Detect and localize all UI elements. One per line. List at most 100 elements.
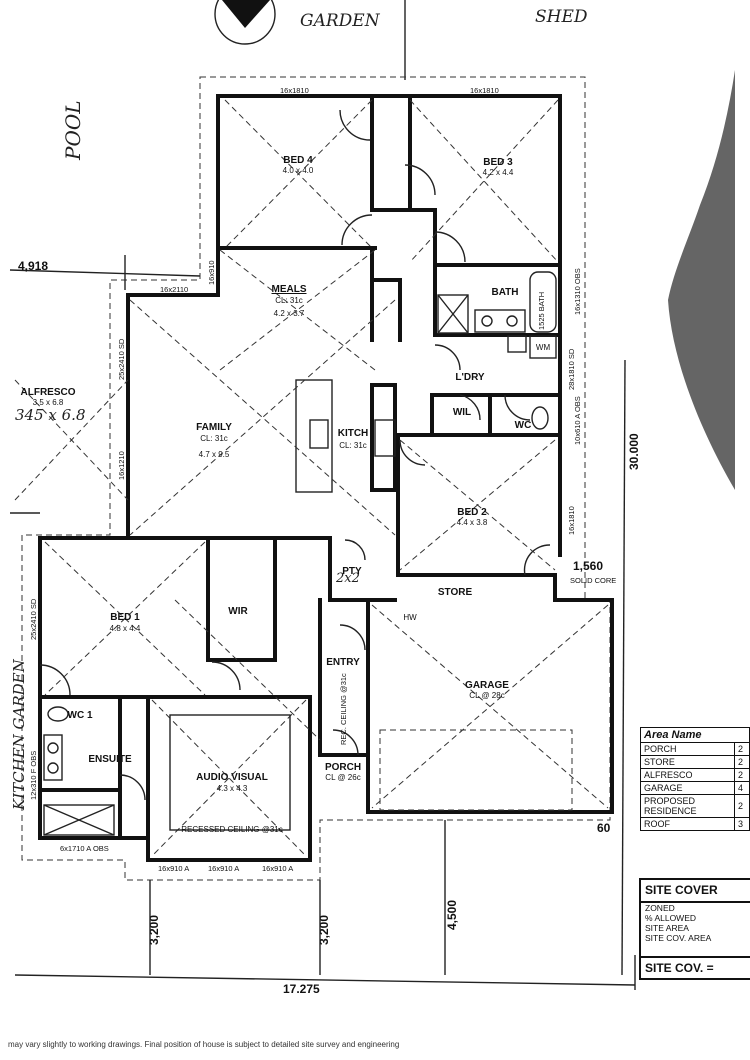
dim-bottom-win-1: 16x910 A: [158, 864, 189, 873]
meals-size: 4.2 x 3.7: [274, 309, 305, 318]
cooktop-icon: [374, 419, 396, 457]
wc1-toilet-icon: [47, 706, 69, 722]
dim-4918: 4,918: [18, 259, 48, 273]
hand-pty-size: 2x2: [335, 571, 360, 586]
dim-16x910: 16x910: [207, 260, 216, 285]
pty-name: PTY: [342, 566, 362, 577]
dim-16x2110: 16x2110: [160, 285, 188, 294]
porch-name: PORCH: [325, 762, 361, 773]
dim-16x1210: 16x1210: [117, 451, 126, 480]
site-cover-footer: SITE COV. =: [641, 956, 750, 978]
bed1-name: BED 1: [110, 612, 140, 623]
dim-right-sd: 28x1810 SD: [567, 348, 576, 390]
bed3-name: BED 3: [483, 157, 513, 168]
north-arrow-icon: [214, 0, 276, 45]
dim-bottom-win-2: 16x910 A: [208, 864, 239, 873]
door-swings: [39, 109, 551, 801]
entry-name: ENTRY: [326, 657, 360, 668]
wm-label: WM: [536, 343, 551, 352]
ensuite-vanity-icon: [43, 734, 63, 781]
porch-cl: CL @ 26c: [325, 773, 360, 782]
dim-ensuite-win: 12x310 F OBS: [29, 751, 38, 800]
garage-cl: CL @ 28c: [469, 691, 504, 700]
ensuite-shower-icon: [43, 804, 115, 836]
laundry-trough-icon: [507, 335, 527, 353]
neighbour-building-shape: [668, 70, 735, 490]
bed3-size: 4.2 x 4.4: [483, 168, 514, 177]
garage-name: GARAGE: [465, 680, 509, 691]
audio-visual-ceiling: RECESSED CEILING @31c: [181, 825, 282, 834]
shower-icon: [437, 294, 469, 334]
garage-door-outline: [379, 729, 573, 811]
area-table-header: Area Name: [640, 727, 750, 743]
hand-alfresco-size: 345 x 6.8: [15, 406, 85, 424]
wil-name: WIL: [453, 407, 471, 418]
meals-cl: CL: 31c: [275, 296, 303, 305]
kitchen-sink-icon: [309, 419, 329, 449]
dim-3200-right: 3,200: [317, 915, 331, 945]
site-cover-line: ZONED: [645, 903, 675, 913]
site-cover-box: SITE COVER ZONED % ALLOWED SITE AREA SIT…: [639, 878, 750, 980]
store-name: STORE: [438, 587, 473, 598]
audio-visual-size: 4.3 x 4.3: [217, 784, 248, 793]
dim-top-win-2: 16x1810: [470, 86, 499, 95]
dim-60: 60: [597, 821, 611, 835]
ldry-name: L'DRY: [455, 372, 485, 383]
dim-bottom-win-3: 16x910 A: [262, 864, 293, 873]
internal-walls: [38, 94, 562, 840]
dim-bottom-obs: 6x1710 A OBS: [60, 844, 109, 853]
dim-right-obs-1: 16x1310 OBS: [573, 268, 582, 315]
dim-top-win-1: 16x1810: [280, 86, 309, 95]
hand-kitchen-garden-label: KITCHEN GARDEN: [10, 658, 28, 811]
dim-right-obs-2: 10x610 A OBS: [573, 396, 582, 445]
dim-3200-left: 3,200: [147, 915, 161, 945]
hw-label: HW: [403, 613, 417, 622]
site-cover-line: SITE AREA: [645, 923, 689, 933]
kitch-name: KITCH: [338, 428, 369, 439]
bathtub-icon: [529, 271, 557, 333]
site-boundary: [9, 0, 636, 990]
dim-right-win: 16x1810: [567, 506, 576, 535]
site-cover-line: SITE COV. AREA: [645, 933, 712, 943]
washing-machine-icon: [529, 335, 557, 359]
bath-dim: 1525 BATH: [537, 292, 546, 330]
kitch-cl: CL: 31c: [339, 441, 367, 450]
bed2-name: BED 2: [457, 507, 487, 518]
wir-name: WIR: [228, 606, 248, 617]
ensuite-name: ENSUITE: [88, 754, 132, 765]
external-walls: [38, 94, 614, 862]
bed4-size: 4.0 x 4.0: [283, 166, 314, 175]
wc1-name: WC 1: [68, 710, 93, 721]
meals-name: MEALS: [272, 284, 307, 295]
family-name: FAMILY: [196, 422, 232, 433]
dim-1560: 1,560: [573, 559, 603, 573]
rec-ceiling-label: REC. CEILING @31c: [339, 673, 348, 745]
dim-sd-left-bottom: 25x2410 SD: [29, 598, 38, 640]
eave-outline: [21, 76, 611, 881]
audio-visual-name: AUDIO VISUAL: [196, 772, 268, 783]
solid-core-label: SOLID CORE: [570, 576, 616, 585]
dim-4500: 4,500: [445, 900, 459, 930]
alfresco-name: ALFRESCO: [21, 387, 76, 398]
recessed-ceiling-outline: [169, 714, 291, 831]
family-size: 4.7 x 9.5: [199, 450, 230, 459]
family-cl: CL: 31c: [200, 434, 228, 443]
vanity-icon: [474, 309, 526, 333]
footer-note: may vary slightly to working drawings. F…: [8, 1040, 400, 1049]
dim-17275: 17.275: [283, 982, 320, 996]
hand-shed-label: SHED: [535, 7, 588, 27]
dim-sd-left-top: 25x2410 SD: [117, 338, 126, 380]
dim-30000: 30.000: [627, 433, 641, 470]
site-cover-line: % ALLOWED: [645, 913, 697, 923]
hand-garden-label: GARDEN: [300, 11, 381, 31]
kitchen-island: [295, 379, 333, 493]
toilet-icon: [531, 406, 549, 430]
site-cover-title: SITE COVER: [641, 880, 750, 903]
